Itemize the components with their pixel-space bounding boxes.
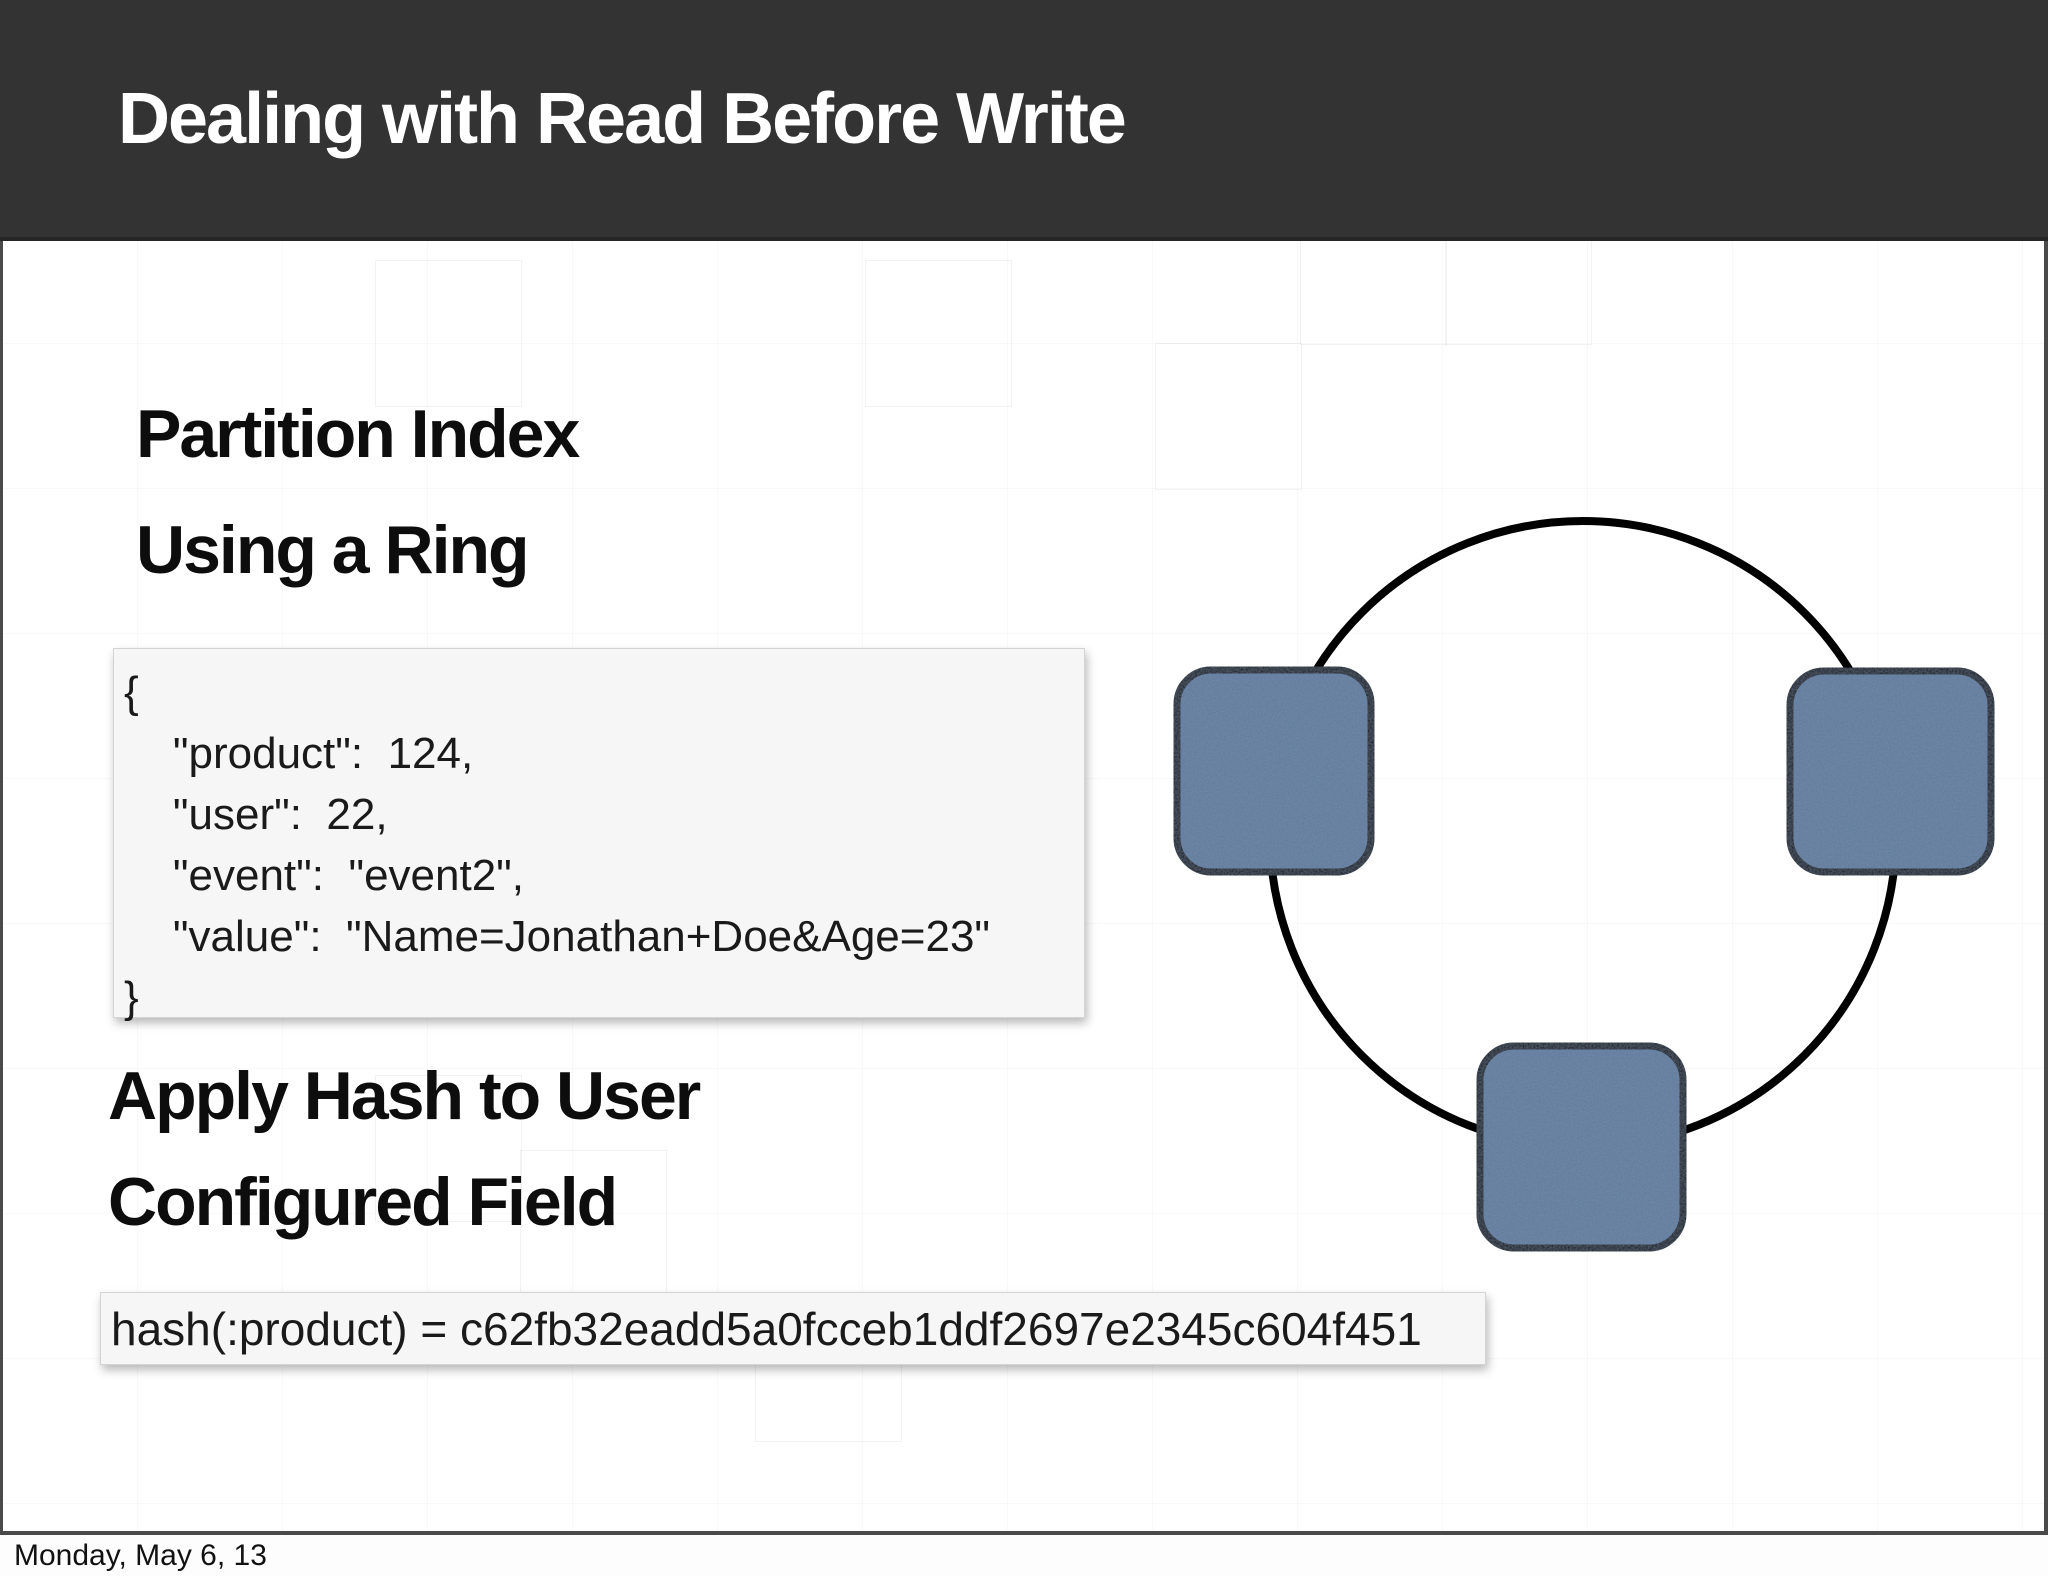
json-code-block: { "product": 124, "user": 22, "event": "… [113, 648, 1085, 1022]
grid-accent-square [375, 260, 522, 407]
code-line: "event": "event2", [124, 851, 525, 900]
hash-result-box: hash(:product) = c62fb32eadd5a0fcceb1ddf… [100, 1292, 1486, 1365]
heading-configured-field: Configured Field [108, 1164, 618, 1240]
footer-date: Monday, May 6, 13 [14, 1539, 267, 1572]
ring-node-bottom [1476, 1042, 1687, 1252]
ring-diagram [1173, 517, 1995, 1252]
heading-partition-index: Partition Index [136, 396, 580, 472]
grid-accent-square [865, 260, 1012, 407]
slide-header: Dealing with Read Before Write [0, 0, 2048, 241]
code-line: { [124, 668, 139, 717]
heading-apply-hash: Apply Hash to User [108, 1058, 701, 1134]
ring-node-left [1173, 666, 1375, 876]
grid-accent-square [375, 1075, 522, 1222]
grid-accent-square [1155, 343, 1302, 490]
code-line: "value": "Name=Jonathan+Doe&Age=23" [124, 912, 991, 961]
hash-result-text: hash(:product) = c62fb32eadd5a0fcceb1ddf… [111, 1302, 1422, 1355]
footer-area: Monday, May 6, 13 [0, 1535, 2048, 1576]
slide: Dealing with Read Before Write Partition… [0, 0, 2048, 1535]
heading-using-a-ring: Using a Ring [136, 512, 530, 588]
code-line: "product": 124, [124, 729, 474, 778]
code-line: "user": 22, [124, 790, 388, 839]
slide-title: Dealing with Read Before Write [118, 78, 1127, 159]
ring-node-right [1786, 667, 1995, 876]
code-line: } [124, 973, 139, 1022]
